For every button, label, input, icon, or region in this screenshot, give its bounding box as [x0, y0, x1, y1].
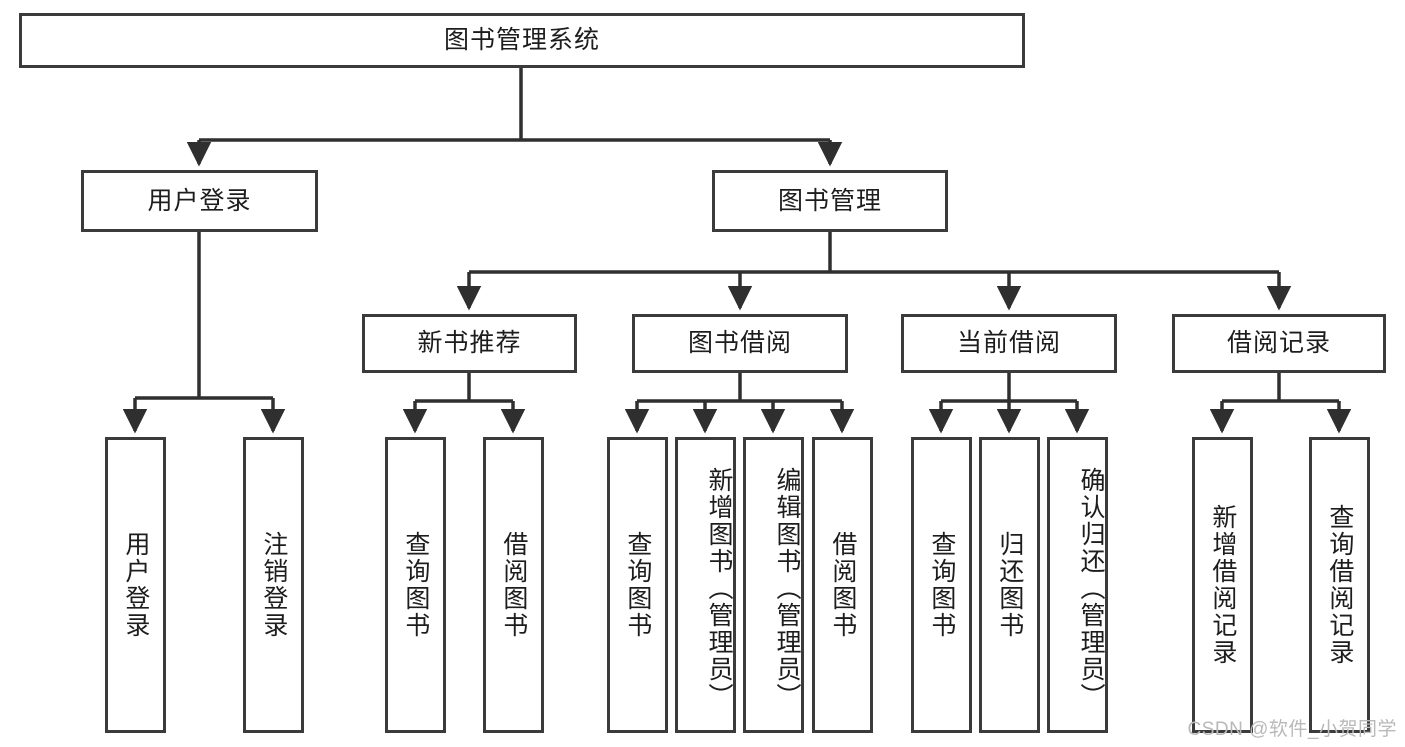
- node-leaf-query-book-current-label: 查询图书: [927, 531, 956, 639]
- node-current-borrow-label: 当前借阅: [956, 329, 1061, 358]
- node-leaf-return-book[interactable]: 归还图书: [979, 437, 1040, 733]
- node-leaf-query-book-recommend-label: 查询图书: [401, 531, 430, 639]
- node-root-system[interactable]: 图书管理系统: [19, 13, 1025, 68]
- node-leaf-confirm-return-admin[interactable]: 确认归还（管理员）: [1047, 437, 1108, 733]
- node-leaf-query-book-borrow-label: 查询图书: [623, 531, 652, 639]
- node-leaf-logout[interactable]: 注销登录: [243, 437, 304, 733]
- node-leaf-query-book-recommend[interactable]: 查询图书: [385, 437, 446, 733]
- node-book-borrow-label: 图书借阅: [687, 329, 792, 358]
- node-leaf-user-login-label: 用户登录: [121, 531, 150, 639]
- node-leaf-user-login[interactable]: 用户登录: [105, 437, 166, 733]
- node-leaf-borrow-book-recommend[interactable]: 借阅图书: [483, 437, 544, 733]
- node-book-management[interactable]: 图书管理: [712, 170, 948, 232]
- node-leaf-borrow-book[interactable]: 借阅图书: [812, 437, 873, 733]
- node-leaf-logout-label: 注销登录: [259, 531, 288, 639]
- node-leaf-confirm-return-admin-label: 确认归还（管理员）: [1077, 466, 1105, 710]
- node-leaf-add-book-admin[interactable]: 新增图书（管理员）: [675, 437, 736, 733]
- node-book-management-label: 图书管理: [777, 186, 882, 215]
- node-leaf-add-book-admin-label: 新增图书（管理员）: [705, 466, 733, 710]
- node-leaf-query-borrow-record[interactable]: 查询借阅记录: [1309, 437, 1370, 733]
- node-leaf-query-book-borrow[interactable]: 查询图书: [607, 437, 668, 733]
- node-leaf-edit-book-admin[interactable]: 编辑图书（管理员）: [743, 437, 804, 733]
- node-current-borrow[interactable]: 当前借阅: [901, 314, 1117, 373]
- node-leaf-add-borrow-record[interactable]: 新增借阅记录: [1192, 437, 1253, 733]
- node-user-login[interactable]: 用户登录: [81, 170, 318, 232]
- node-leaf-query-book-current[interactable]: 查询图书: [911, 437, 972, 733]
- node-new-book-recommend-label: 新书推荐: [417, 329, 522, 358]
- node-book-borrow[interactable]: 图书借阅: [632, 314, 848, 373]
- node-user-login-label: 用户登录: [147, 186, 252, 215]
- csdn-watermark: CSDN @软件_小贺同学: [1187, 719, 1397, 740]
- node-root-system-label: 图书管理系统: [443, 26, 600, 55]
- node-leaf-return-book-label: 归还图书: [995, 531, 1024, 639]
- node-leaf-borrow-book-recommend-label: 借阅图书: [499, 531, 528, 639]
- node-leaf-query-borrow-record-label: 查询借阅记录: [1325, 504, 1354, 666]
- node-borrow-record-label: 借阅记录: [1226, 329, 1331, 358]
- node-new-book-recommend[interactable]: 新书推荐: [362, 314, 577, 373]
- node-leaf-edit-book-admin-label: 编辑图书（管理员）: [773, 466, 801, 710]
- node-leaf-borrow-book-label: 借阅图书: [828, 531, 857, 639]
- node-leaf-add-borrow-record-label: 新增借阅记录: [1208, 504, 1237, 666]
- node-borrow-record[interactable]: 借阅记录: [1172, 314, 1386, 373]
